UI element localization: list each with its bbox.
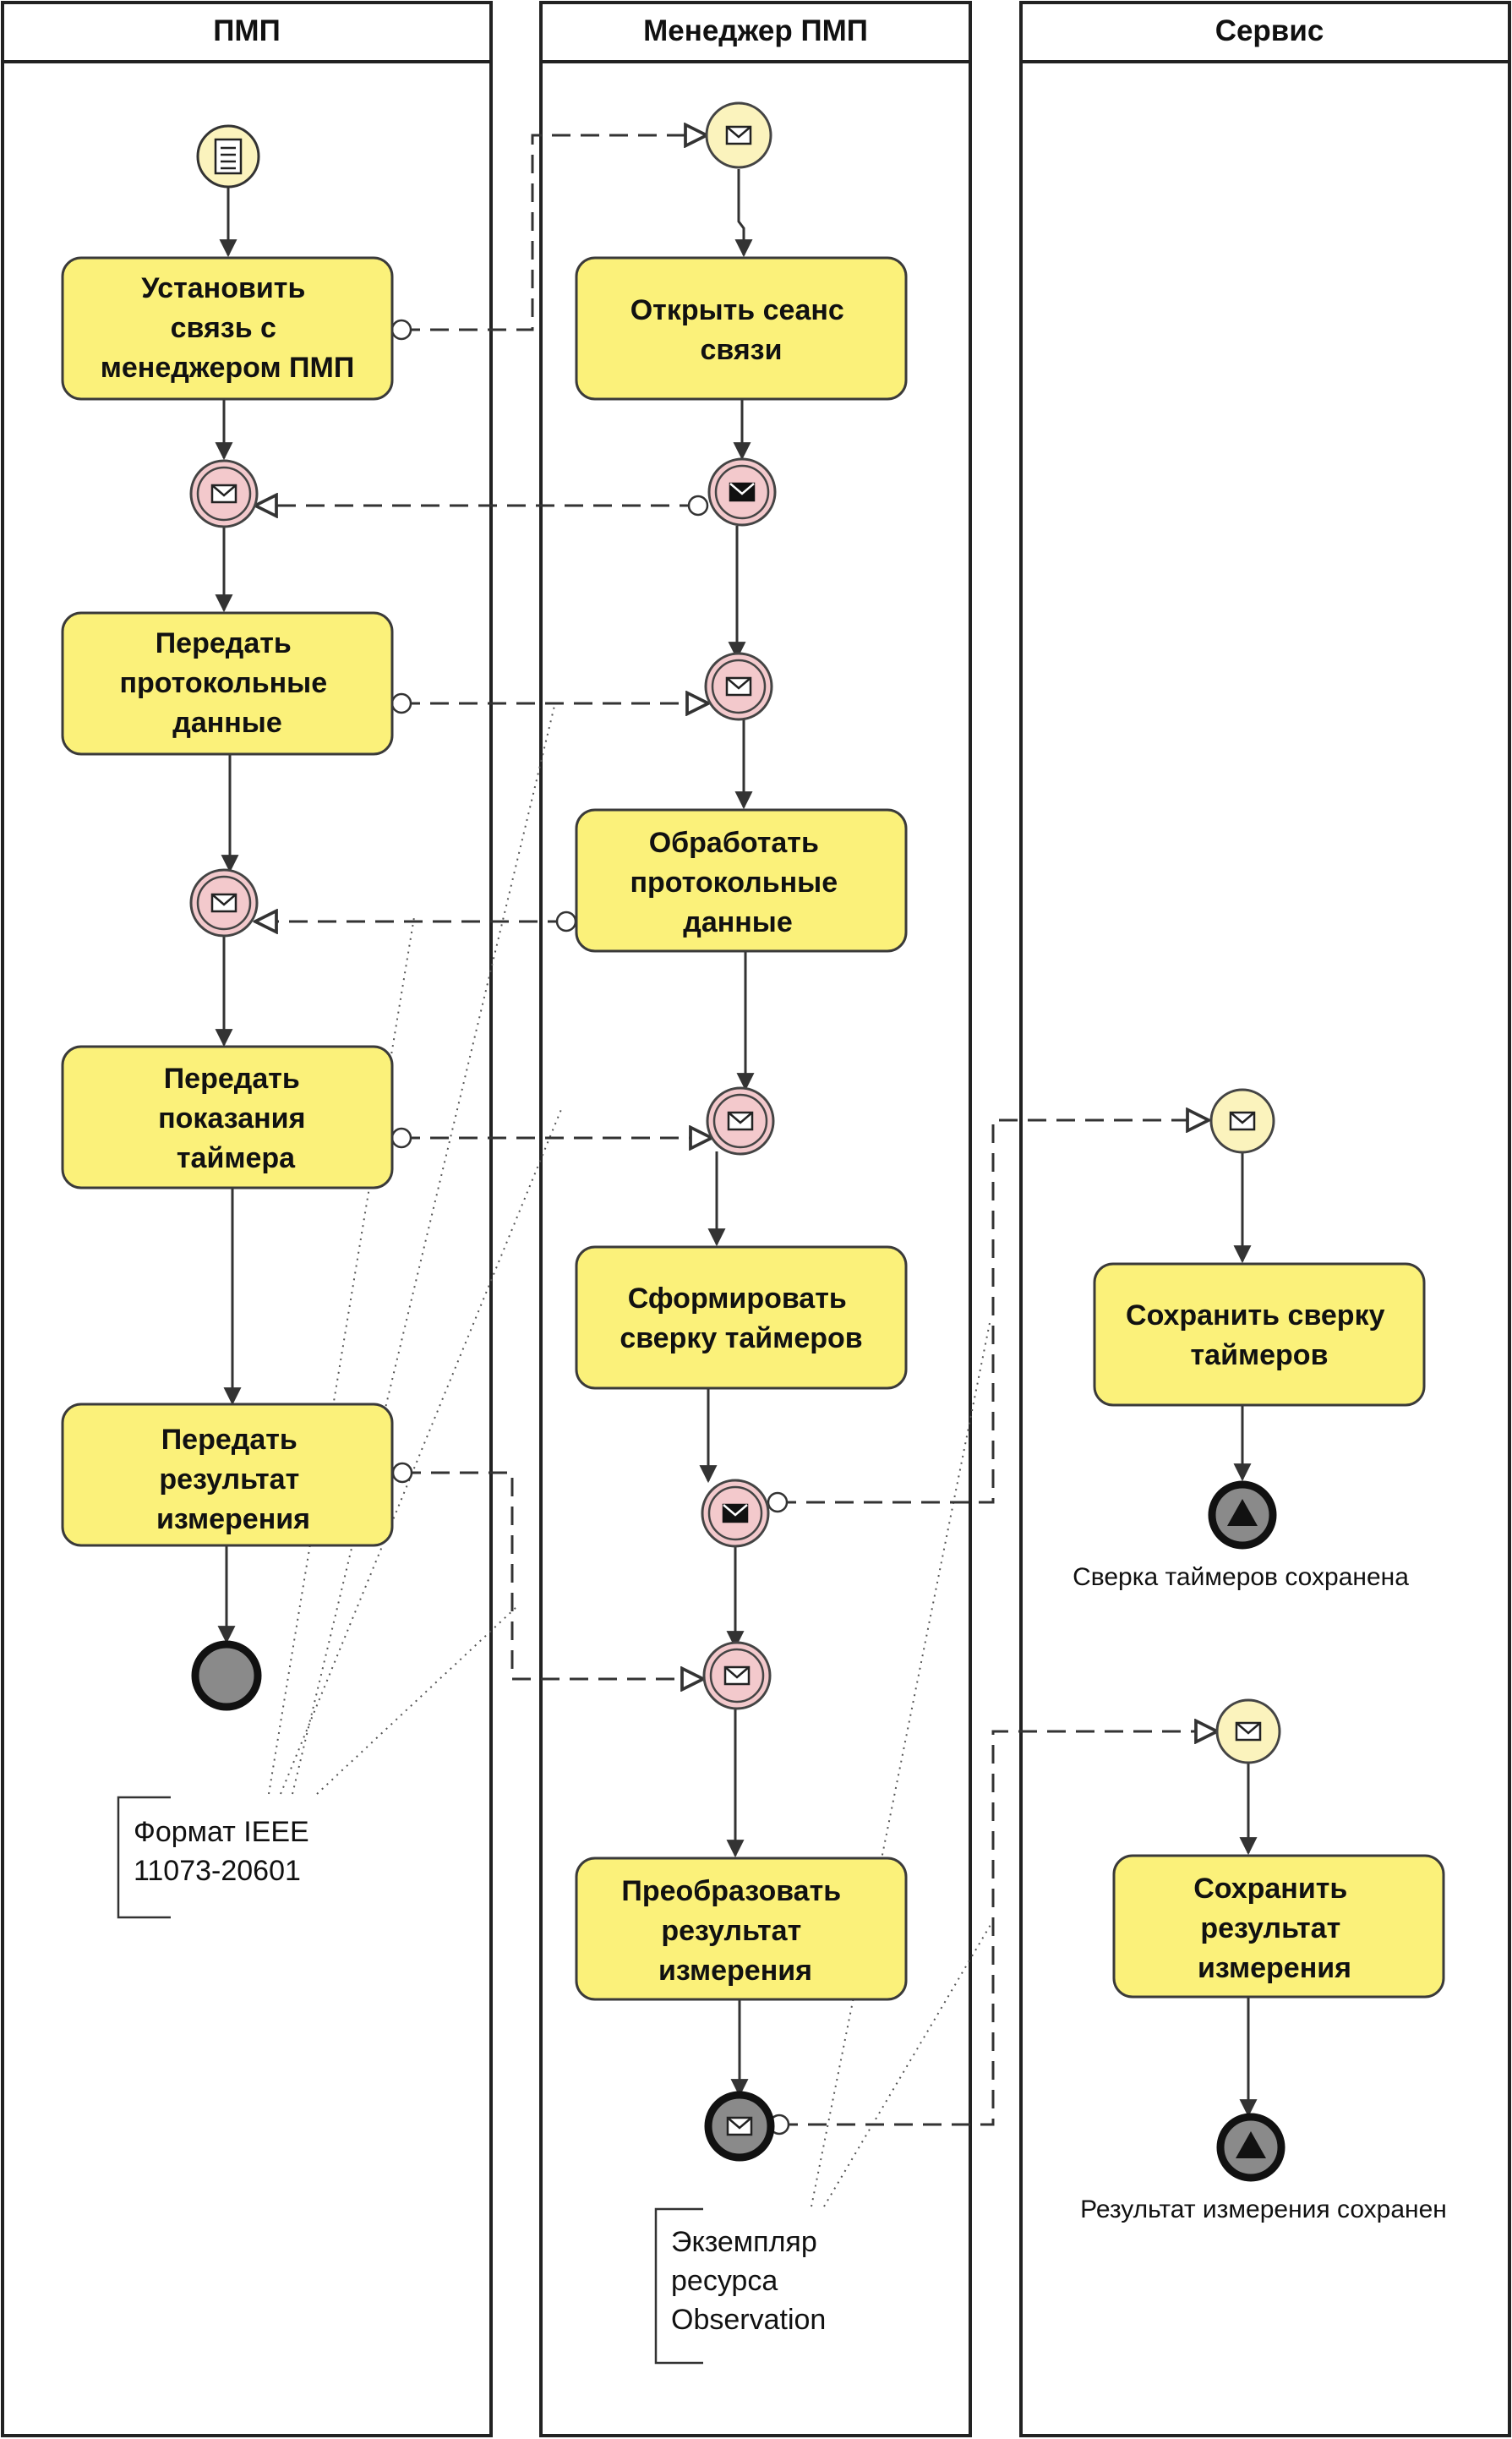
- svg-text:Передать протокольные: Передать протокольные данные: [119, 627, 335, 739]
- task-open-session-line-2: связи: [700, 334, 782, 366]
- svg-text:Установить связь с: Установить связь с менеджером ПМП: [101, 272, 355, 384]
- envelope-icon: [210, 893, 237, 913]
- task-send-protocol-line-2: протокольные: [119, 667, 327, 699]
- svg-text:Передать показания: Передать показания таймера: [158, 1063, 314, 1174]
- envelope-icon: [1229, 1111, 1256, 1131]
- lane-title-service: Сервис: [1215, 14, 1324, 47]
- intermediate-throw-message-event: [707, 457, 777, 527]
- association-lines: [268, 705, 995, 2207]
- start-message-event: [705, 101, 772, 169]
- task-send-result-line-1: Передать: [161, 1424, 297, 1456]
- envelope-icon: [210, 484, 237, 504]
- document-icon: [214, 138, 243, 175]
- task-convert-result-line-2: результат: [661, 1915, 801, 1947]
- task-process-protocol-line-2: протокольные: [630, 867, 838, 899]
- task-form-timer-reconciliation[interactable]: Сформировать сверку таймеров: [575, 1245, 908, 1390]
- task-send-result-line-3: измерения: [156, 1503, 310, 1535]
- note-observation-line-2: ресурса: [671, 2265, 778, 2297]
- task-form-timers-line-2: сверку таймеров: [620, 1322, 862, 1354]
- note-ieee-format: Формат IEEE 11073-20601: [117, 1796, 317, 1919]
- end-label-timers-saved: Сверка таймеров сохранена: [1073, 1563, 1409, 1591]
- envelope-icon: [722, 1503, 749, 1523]
- start-message-event: [1215, 1698, 1281, 1764]
- svg-text:Сформировать сверку тайм: Сформировать сверку таймеров: [620, 1282, 862, 1354]
- end-message-event: [704, 2091, 775, 2162]
- task-send-result[interactable]: Передать результат измерения: [61, 1403, 394, 1547]
- envelope-icon: [723, 1665, 751, 1686]
- task-convert-result-line-1: Преобразовать: [621, 1875, 841, 1907]
- task-connect-manager[interactable]: Установить связь с менеджером ПМП: [61, 256, 394, 401]
- task-send-timer[interactable]: Передать показания таймера: [61, 1045, 394, 1189]
- end-signal-event-result: [1216, 2113, 1285, 2182]
- task-send-protocol-data[interactable]: Передать протокольные данные: [61, 611, 394, 756]
- svg-text:Открыть сеанс связи: Открыть сеанс связи: [630, 294, 853, 366]
- task-save-result-line-1: Сохранить: [1193, 1873, 1347, 1905]
- lane-manager: Менеджер ПМП: [539, 1, 972, 2437]
- task-send-protocol-line-3: данные: [172, 707, 282, 739]
- task-send-timer-line-3: таймера: [177, 1142, 296, 1174]
- intermediate-message-event: [702, 1641, 772, 1710]
- envelope-icon: [725, 125, 752, 145]
- svg-text:Передать результат: Передать результат измерения: [156, 1424, 310, 1535]
- svg-text:Сохранить сверку таймеро: Сохранить сверку таймеров: [1126, 1299, 1393, 1371]
- note-observation: Экземпляр ресурса Observation: [654, 2207, 826, 2365]
- lane-pmp: ПМП: [1, 1, 493, 2437]
- task-open-session[interactable]: Открыть сеанс связи: [575, 256, 908, 401]
- note-observation-line-1: Экземпляр: [671, 2226, 817, 2258]
- intermediate-message-event: [706, 1086, 775, 1156]
- intermediate-message-event: [189, 459, 259, 528]
- task-save-result-line-2: результат: [1200, 1912, 1340, 1944]
- svg-text:Преобразовать результат: Преобразовать результат измерения: [621, 1875, 849, 1987]
- start-event: [196, 124, 260, 189]
- task-send-protocol-line-1: Передать: [156, 627, 292, 659]
- sequence-flows: [215, 169, 1258, 2118]
- envelope-icon: [727, 1111, 754, 1131]
- task-send-timer-line-2: показания: [158, 1102, 305, 1135]
- task-send-result-line-2: результат: [159, 1463, 299, 1496]
- triangle-icon: [1227, 1499, 1258, 1526]
- end-label-result-saved: Результат измерения сохранен: [1080, 2196, 1447, 2223]
- envelope-icon: [729, 482, 756, 502]
- task-connect-line-2: связь с: [171, 312, 276, 344]
- lane-title-manager: Менеджер ПМП: [643, 14, 868, 47]
- task-process-protocol-data[interactable]: Обработать протокольные данные: [575, 808, 908, 953]
- lane-service: Сервис: [1019, 1, 1511, 2437]
- task-save-timers-line-1: Сохранить сверку: [1126, 1299, 1385, 1332]
- end-event: [191, 1640, 262, 1711]
- triangle-icon: [1236, 2131, 1266, 2158]
- note-ieee-line-2: 11073-20601: [134, 1855, 301, 1887]
- envelope-icon: [725, 676, 752, 697]
- intermediate-message-event: [189, 868, 259, 938]
- task-open-session-line-1: Открыть сеанс: [630, 294, 844, 326]
- task-convert-result[interactable]: Преобразовать результат измерения: [575, 1857, 908, 2001]
- task-save-result[interactable]: Сохранить результат измерения: [1112, 1854, 1445, 1999]
- task-process-protocol-line-1: Обработать: [649, 827, 819, 859]
- task-save-timer-reconciliation[interactable]: Сохранить сверку таймеров: [1093, 1262, 1426, 1407]
- svg-text:Формат IEEE 11073-20601: Формат IEEE 11073-20601: [134, 1816, 317, 1887]
- task-save-timers-line-2: таймеров: [1191, 1339, 1329, 1371]
- intermediate-throw-message-event: [701, 1479, 770, 1548]
- intermediate-message-event: [704, 652, 773, 721]
- task-save-result-line-3: измерения: [1198, 1952, 1351, 1984]
- task-process-protocol-line-3: данные: [683, 906, 793, 938]
- envelope-icon: [726, 2116, 753, 2136]
- message-flows: [255, 135, 1217, 2135]
- svg-text:Обработать протокольные: Обработать протокольные данные: [630, 827, 845, 938]
- task-connect-line-1: Установить: [141, 272, 305, 304]
- note-observation-line-3: Observation: [671, 2304, 826, 2336]
- task-form-timers-line-1: Сформировать: [628, 1282, 847, 1315]
- task-connect-line-3: менеджером ПМП: [101, 352, 355, 384]
- start-message-event: [1209, 1088, 1275, 1154]
- end-signal-event-timers: [1208, 1480, 1277, 1550]
- task-convert-result-line-3: измерения: [658, 1955, 812, 1987]
- task-send-timer-line-1: Передать: [164, 1063, 300, 1095]
- envelope-icon: [1235, 1721, 1262, 1742]
- lane-title-pmp: ПМП: [213, 14, 280, 47]
- svg-text:Экземпляр ресурса: Экземпляр ресурса Observation: [671, 2226, 826, 2336]
- note-ieee-line-1: Формат IEEE: [134, 1816, 309, 1848]
- svg-text:Сохранить результат: Сохранить результат измерения: [1193, 1873, 1356, 1984]
